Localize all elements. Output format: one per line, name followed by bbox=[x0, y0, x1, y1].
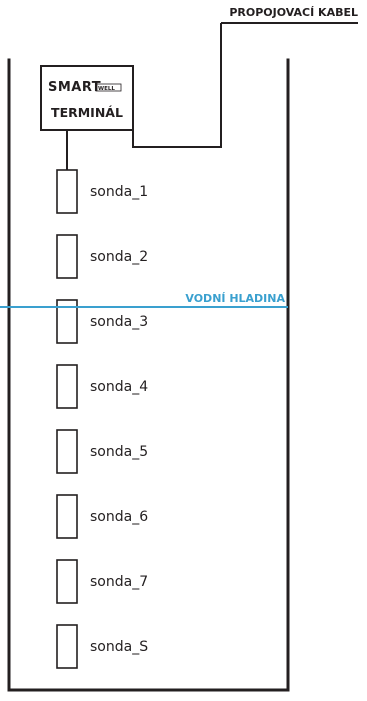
probe-label: sonda_4 bbox=[90, 379, 148, 395]
probe: sonda_6 bbox=[56, 494, 148, 539]
probe-body bbox=[56, 429, 78, 474]
cable-label: PROPOJOVACÍ KABEL bbox=[229, 6, 358, 19]
logo-sub-frame bbox=[95, 83, 122, 92]
probe: sonda_S bbox=[56, 624, 148, 669]
probe-label: sonda_6 bbox=[90, 509, 148, 525]
probe-label: sonda_S bbox=[90, 639, 148, 655]
probe-body bbox=[56, 169, 78, 214]
well-walls bbox=[7, 58, 290, 692]
probe: sonda_4 bbox=[56, 364, 148, 409]
probe-label: sonda_5 bbox=[90, 444, 148, 460]
smartwell-logo-sub: WELL bbox=[98, 86, 115, 92]
probe-label: sonda_3 bbox=[90, 314, 148, 330]
probe-body bbox=[56, 494, 78, 539]
probe-column: sonda_1 sonda_2 sonda_3 sonda_4 sonda_5sonda… bbox=[56, 169, 148, 669]
terminal-label: TERMINÁL bbox=[51, 105, 123, 120]
terminal: SMART WELL TERMINÁL bbox=[40, 65, 134, 131]
water-level-label: VODNÍ HLADINA bbox=[185, 292, 285, 305]
connection-cable bbox=[132, 23, 222, 148]
probe-label: sonda_7 bbox=[90, 574, 148, 590]
probe-body bbox=[56, 299, 78, 344]
probe: sonda_7 bbox=[56, 559, 148, 604]
probe-label: sonda_1 bbox=[90, 184, 148, 200]
probe-body bbox=[56, 624, 78, 669]
probe-body bbox=[56, 364, 78, 409]
probe-body bbox=[56, 234, 78, 279]
probe: sonda_1 bbox=[56, 169, 148, 214]
probe-label: sonda_2 bbox=[90, 249, 148, 265]
probe-body bbox=[56, 559, 78, 604]
probe: sonda_2 bbox=[56, 234, 148, 279]
smartwell-logo: SMART bbox=[48, 80, 101, 95]
probe: sonda_5 bbox=[56, 429, 148, 474]
terminal-box bbox=[40, 65, 134, 131]
probe: sonda_3 bbox=[56, 299, 148, 344]
